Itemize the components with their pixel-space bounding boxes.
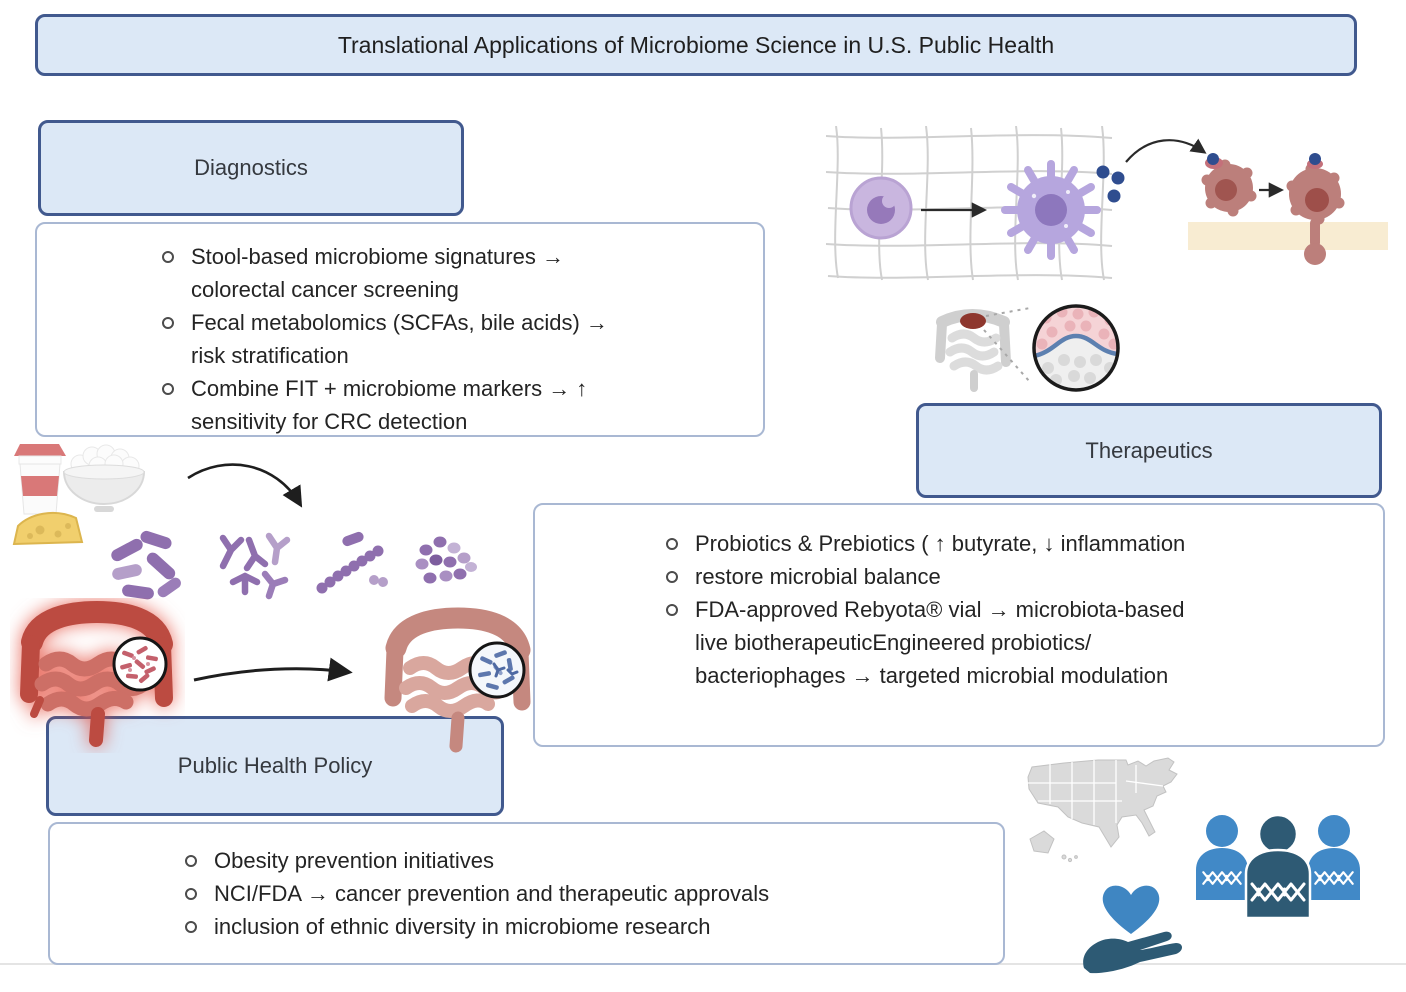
degranulating-cell <box>1286 153 1345 265</box>
foods-illustration <box>12 444 146 546</box>
diagnostics-label: Diagnostics <box>194 155 308 180</box>
mucosa-magnifier <box>1032 304 1120 392</box>
bullet-item: Stool-based microbiome signatures → colo… <box>159 240 631 306</box>
diagnostics-list: Stool-based microbiome signatures → colo… <box>159 240 631 438</box>
monocyte-cell <box>849 176 913 240</box>
policy-header-box: Public Health Policy <box>46 716 504 816</box>
bullet-item: FDA-approved Rebyota® vial → microbiota-… <box>663 593 1215 692</box>
balanced-microbiome-magnifier <box>468 641 526 699</box>
person-left <box>1196 815 1248 900</box>
tumor-spot <box>960 313 986 329</box>
epithelium-strip <box>1188 222 1388 250</box>
alaska-shape <box>1029 830 1055 854</box>
cheese-wedge-icon <box>12 511 84 546</box>
mucosa-wave <box>1034 333 1118 359</box>
bullet-item: Combine FIT + microbiome markers → ↑ sen… <box>159 372 631 438</box>
dotted-connector <box>983 307 1031 383</box>
immune-activation-illustration <box>826 126 1388 281</box>
heart-in-hand-icon <box>1083 885 1182 974</box>
bullet-item: restore microbial balance <box>663 560 1215 593</box>
immune-cell-activated <box>1201 153 1257 217</box>
us-map-icon <box>1027 757 1178 863</box>
diagnostics-header-box: Diagnostics <box>38 120 464 216</box>
therapeutics-panel: Probiotics & Prebiotics ( ↑ butyrate, ↓ … <box>533 503 1385 747</box>
signal-molecule-dots <box>1096 165 1125 203</box>
policy-label: Public Health Policy <box>177 753 373 778</box>
curved-arrow-signals-to-cell <box>1125 138 1207 163</box>
therapeutics-list: Probiotics & Prebiotics ( ↑ butyrate, ↓ … <box>663 527 1215 692</box>
page-title: Translational Applications of Microbiome… <box>337 31 1055 58</box>
person-right <box>1308 815 1360 900</box>
state-lines <box>1028 760 1164 825</box>
person-center <box>1244 813 1312 920</box>
rice-bowl-icon <box>62 444 146 512</box>
inflamed-colon <box>20 600 173 747</box>
policy-list: Obesity prevention initiatives NCI/FDA →… <box>182 844 982 943</box>
therapeutics-label: Therapeutics <box>1085 437 1213 463</box>
hand-icon <box>1083 931 1182 974</box>
colon-inset-illustration <box>935 304 1120 392</box>
yogurt-cup-icon <box>14 444 66 515</box>
bacteria-groups-illustration <box>111 530 477 600</box>
dysbiosis-magnifier <box>112 636 168 692</box>
policy-panel: Obesity prevention initiatives NCI/FDA →… <box>48 822 1005 965</box>
chain-bacteria-group <box>316 531 388 594</box>
bullet-item: Probiotics & Prebiotics ( ↑ butyrate, ↓ … <box>663 527 1215 560</box>
bullet-item: NCI/FDA → cancer prevention and therapeu… <box>182 877 982 910</box>
dendritic-cell <box>1001 160 1101 260</box>
bullet-item: Fecal metabolomics (SCFAs, bile acids) →… <box>159 306 631 372</box>
title-box: Translational Applications of Microbiome… <box>35 14 1357 76</box>
diagnostics-panel: Stool-based microbiome signatures → colo… <box>35 222 765 437</box>
population-dna-group-icon <box>1196 813 1360 920</box>
therapeutics-header-box: Therapeutics <box>916 403 1382 498</box>
dysbiosis-to-healthy-arrow <box>193 657 353 682</box>
bullet-item: inclusion of ethnic diversity in microbi… <box>182 910 982 943</box>
branched-bacteria-group <box>219 532 291 600</box>
bullet-item: Obesity prevention initiatives <box>182 844 982 877</box>
rod-bacteria-group <box>111 530 181 600</box>
inflamed-colon-illustration <box>20 600 173 747</box>
foods-to-bacteria-arrow <box>187 463 303 508</box>
healthy-colon-illustration <box>384 607 531 753</box>
cocci-cluster-group <box>415 536 477 584</box>
hawaii-dots <box>1061 854 1078 863</box>
heart-icon <box>1102 885 1160 934</box>
